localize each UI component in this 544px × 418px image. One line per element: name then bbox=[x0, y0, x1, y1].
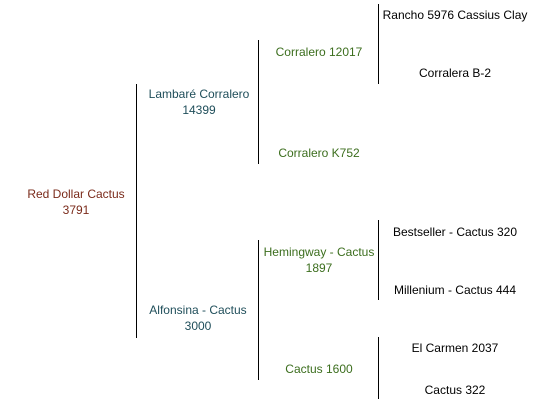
connector-line-dam-sire-parents bbox=[378, 220, 379, 300]
node-dam-sire-sire: Bestseller - Cactus 320 bbox=[392, 225, 518, 239]
connector-line-dam-parents bbox=[258, 240, 259, 380]
node-dam-sire-dam: Millenium - Cactus 444 bbox=[393, 283, 517, 297]
node-dam-sire: Hemingway - Cactus 1897 bbox=[263, 245, 375, 275]
connector-line-sire-sire-parents bbox=[378, 4, 379, 84]
node-sire-sire-sire: Rancho 5976 Cassius Clay bbox=[382, 8, 528, 22]
node-root: Red Dollar Cactus 3791 bbox=[27, 187, 125, 217]
node-dam: Alfonsina - Cactus 3000 bbox=[149, 303, 247, 333]
node-sire-dam: Corralero K752 bbox=[278, 146, 360, 160]
node-dam-dam-dam: Cactus 322 bbox=[424, 383, 486, 397]
node-dam-dam: Cactus 1600 bbox=[285, 362, 353, 376]
connector-line-sire-parents bbox=[258, 40, 259, 164]
node-dam-dam-sire: El Carmen 2037 bbox=[411, 341, 499, 355]
connector-line-parents bbox=[136, 84, 137, 338]
node-sire-sire-dam: Corralera B-2 bbox=[418, 66, 492, 80]
node-sire-sire: Corralero 12017 bbox=[275, 45, 363, 59]
connector-line-dam-dam-parents bbox=[378, 337, 379, 399]
node-sire: Lambaré Corralero 14399 bbox=[148, 87, 250, 117]
